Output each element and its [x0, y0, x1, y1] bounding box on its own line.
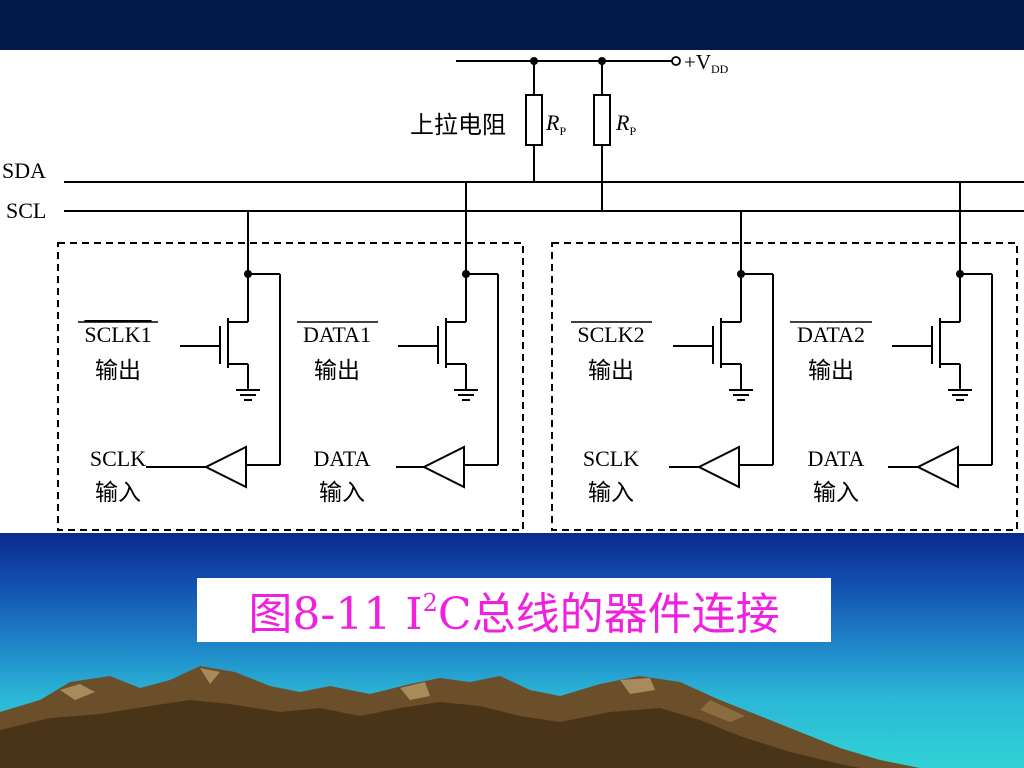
label-data1-out: 输出 [314, 358, 360, 383]
label-sclk1-out: 输出 [95, 358, 141, 383]
label-sclk-in-2: SCLK [583, 446, 639, 471]
label-data-in-2-kind: 输入 [813, 480, 859, 505]
label-sclk1: SCLK1 [84, 322, 151, 347]
rp-label-2: RP [615, 110, 636, 138]
pullup-label: 上拉电阻 [410, 112, 506, 139]
vdd-terminal [671, 56, 681, 66]
label-data1: DATA1 [303, 322, 371, 347]
label-data-in-1: DATA [314, 446, 371, 471]
scl-label: SCL [6, 198, 46, 223]
mountain-range [0, 666, 920, 768]
pullup-resistor-2 [593, 94, 611, 146]
figure-caption: 图8-11 I2C总线的器件连接 [248, 589, 780, 640]
sda-label: SDA [2, 158, 46, 183]
label-data-in-1-kind: 输入 [319, 480, 365, 505]
rp-label-1: RP [545, 110, 566, 138]
top-band [0, 0, 1024, 50]
label-sclk2-out: 输出 [588, 358, 634, 383]
label-data2: DATA2 [797, 322, 865, 347]
i2c-circuit-diagram: +VDD 上拉电阻 RP RP SDA SCL [0, 50, 1024, 533]
label-sclk-in-1: SCLK [90, 446, 146, 471]
input-buffer-icon [203, 445, 247, 489]
stage-data1 [396, 270, 499, 489]
device-box-2 [551, 242, 1018, 531]
figure-caption-box: 图8-11 I2C总线的器件连接 [197, 578, 831, 642]
label-data-in-2: DATA [808, 446, 865, 471]
vdd-label: +VDD [684, 50, 729, 76]
pullup-resistor-1 [525, 94, 543, 146]
input-buffer-icon [915, 445, 959, 489]
input-buffer-icon [696, 445, 740, 489]
stage-sclk2 [669, 270, 774, 489]
device-box-1 [57, 242, 524, 531]
stage-data2 [888, 270, 993, 489]
label-sclk2: SCLK2 [577, 322, 644, 347]
label-sclk-in-1-kind: 输入 [95, 480, 141, 505]
stage-sclk1 [146, 270, 281, 489]
input-buffer-icon [421, 445, 465, 489]
label-sclk-in-2-kind: 输入 [588, 480, 634, 505]
label-data2-out: 输出 [808, 358, 854, 383]
